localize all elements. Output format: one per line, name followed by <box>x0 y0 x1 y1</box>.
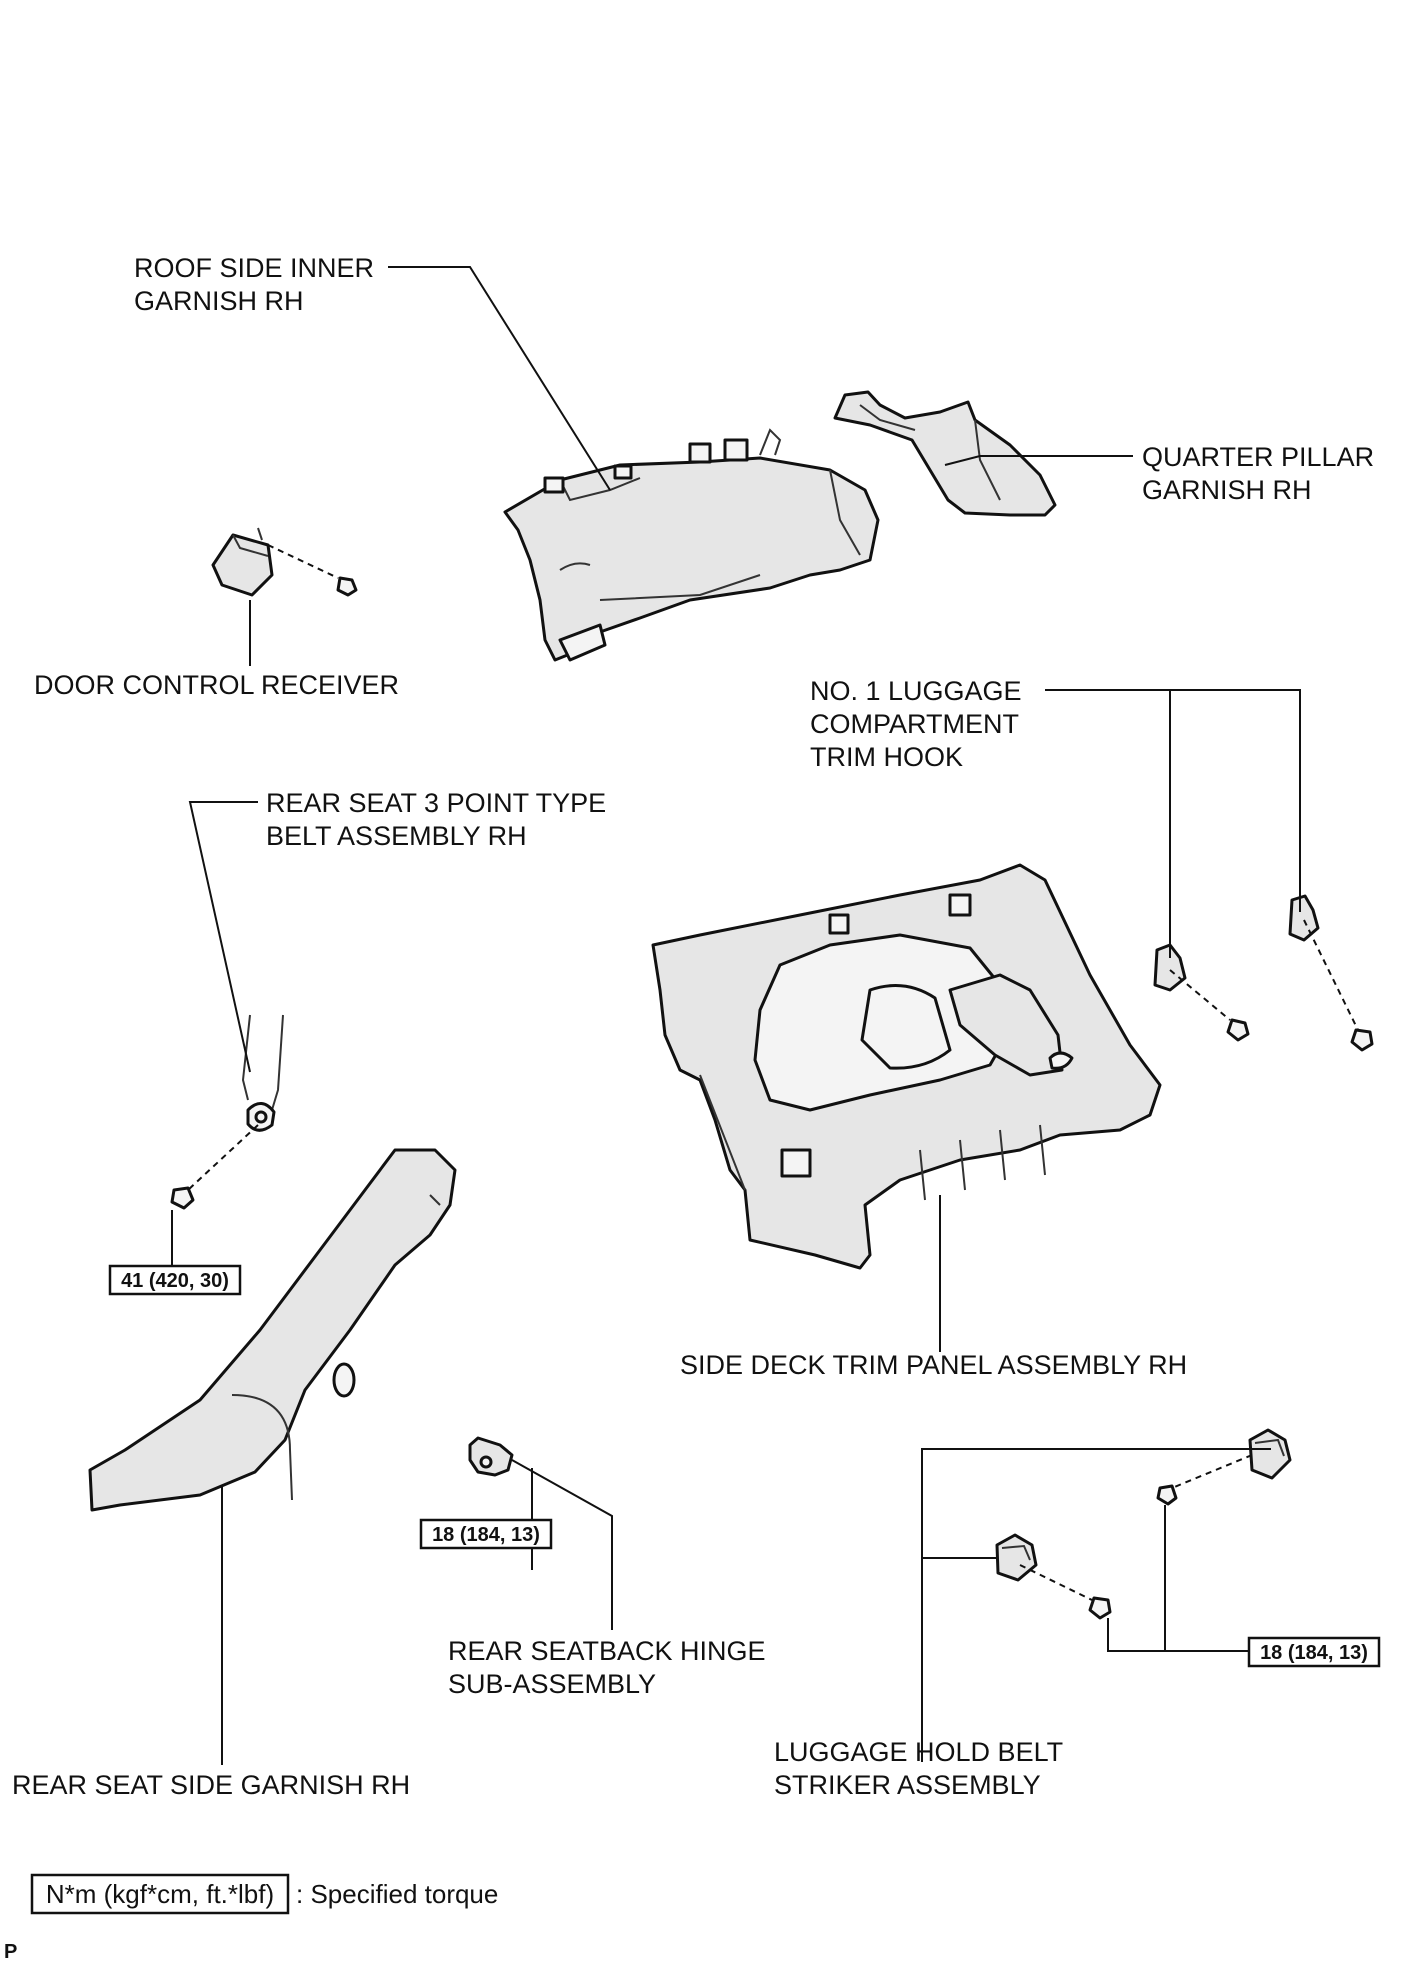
luggage-trim-hook-illustrations <box>1153 894 1374 1052</box>
svg-text:41 (420, 30): 41 (420, 30) <box>121 1270 229 1292</box>
torque-box-hinge-bolt: 18 (184, 13) <box>419 1518 553 1550</box>
svg-text:18 (184, 13): 18 (184, 13) <box>1260 1642 1368 1664</box>
door-control-receiver-illustration <box>211 527 358 597</box>
rear-seatback-hinge-illustration <box>468 1436 514 1477</box>
legend-text: : Specified torque <box>296 1879 498 1909</box>
svg-text:18 (184, 13): 18 (184, 13) <box>432 1524 540 1546</box>
label-roof-side-inner-garnish: ROOF SIDE INNER GARNISH RH <box>134 253 382 316</box>
leader-lines <box>171 266 1301 1765</box>
label-rear-seat-side-garnish: REAR SEAT SIDE GARNISH RH <box>12 1770 410 1800</box>
roof-side-inner-garnish-illustration <box>503 428 880 662</box>
torque-box-belt-bolt: 41 (420, 30) <box>108 1264 242 1296</box>
quarter-pillar-garnish-illustration <box>833 390 1057 517</box>
label-quarter-pillar-garnish: QUARTER PILLAR GARNISH RH <box>1142 442 1382 505</box>
side-deck-trim-panel-illustration <box>651 863 1162 1270</box>
label-luggage-hold-belt-striker: LUGGAGE HOLD BELT STRIKER ASSEMBLY <box>774 1737 1070 1800</box>
rear-seat-side-garnish-illustration <box>88 1148 457 1512</box>
label-rear-seatback-hinge: REAR SEATBACK HINGE SUB-ASSEMBLY <box>448 1636 773 1699</box>
label-rear-seat-belt: REAR SEAT 3 POINT TYPE BELT ASSEMBLY RH <box>266 788 614 851</box>
label-luggage-trim-hook: NO. 1 LUGGAGE COMPARTMENT TRIM HOOK <box>810 676 1029 772</box>
label-side-deck-trim-panel: SIDE DECK TRIM PANEL ASSEMBLY RH <box>680 1350 1187 1380</box>
torque-box-striker-bolt: 18 (184, 13) <box>1247 1636 1381 1668</box>
corner-mark: P <box>4 1941 17 1963</box>
legend-unit-box: N*m (kgf*cm, ft.*lbf) <box>46 1879 274 1909</box>
torque-legend: N*m (kgf*cm, ft.*lbf) : Specified torque <box>30 1873 498 1915</box>
label-door-control-receiver: DOOR CONTROL RECEIVER <box>34 670 399 700</box>
luggage-hold-belt-striker-illustrations <box>995 1428 1292 1620</box>
rear-seat-belt-illustration <box>170 1014 284 1210</box>
